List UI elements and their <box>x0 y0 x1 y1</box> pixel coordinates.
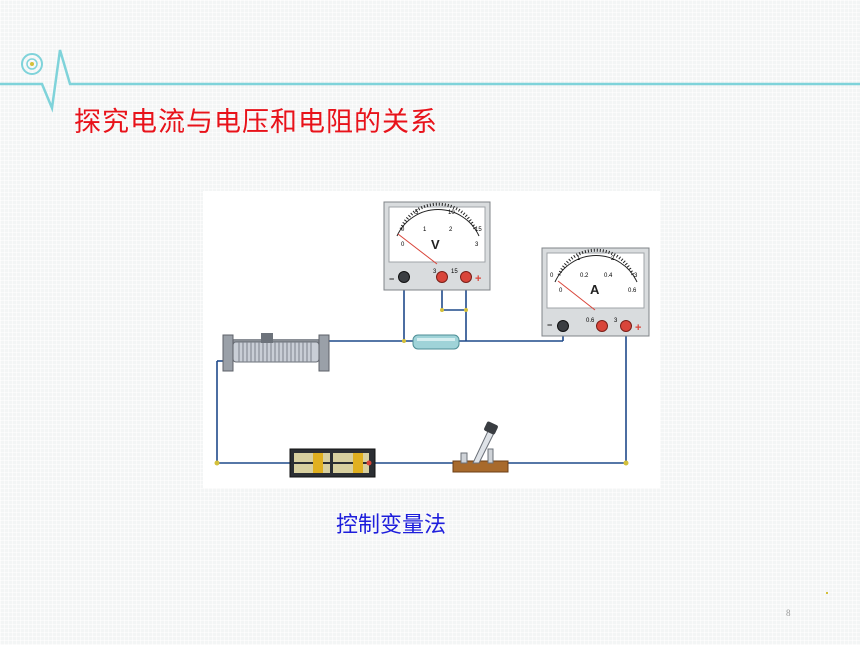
circuit-wires <box>216 279 627 464</box>
ammeter-terminal-3-label: 3 <box>614 318 618 324</box>
page-number: 8 <box>786 608 791 618</box>
voltmeter-terminal-3-label: 3 <box>433 269 437 275</box>
slide-title: 探究电流与电压和电阻的关系 <box>74 107 438 138</box>
voltmeter-terminal-15-label: 15 <box>451 269 458 275</box>
ammeter-lower-tick-0: 0 <box>559 288 563 294</box>
voltmeter-unit: V <box>431 237 440 252</box>
resistor-icon <box>412 334 460 350</box>
voltmeter: 0 5 10 15 0 1 2 3 V − 3 15 + <box>383 201 491 291</box>
voltmeter-lower-tick-1: 1 <box>423 227 427 233</box>
wire-junctions <box>214 308 629 466</box>
voltmeter-pos-label: + <box>475 273 481 285</box>
ammeter-upper-tick-2: 2 <box>611 256 615 262</box>
ammeter-neg-label: − <box>547 320 552 330</box>
voltmeter-upper-tick-0: 0 <box>401 227 405 233</box>
voltmeter-lower-tick-2: 2 <box>449 227 453 233</box>
ammeter-unit: A <box>590 282 600 297</box>
voltmeter-upper-tick-1: 5 <box>415 210 419 216</box>
slide-caption: 控制变量法 <box>336 513 447 538</box>
ammeter-pos-label: + <box>635 322 641 334</box>
ammeter-upper-tick-3: 3 <box>634 273 638 279</box>
slide-logo-icon <box>21 53 43 75</box>
switch-icon <box>452 421 509 473</box>
ammeter-lower-tick-1: 0.2 <box>580 273 589 279</box>
ammeter: 0 1 2 3 0 0.2 0.4 0.6 A − 0.6 3 + <box>541 247 650 337</box>
header-accent-line <box>0 49 860 113</box>
battery-icon <box>289 448 376 478</box>
decorative-dot <box>826 592 828 594</box>
ammeter-lower-tick-2: 0.4 <box>604 273 613 279</box>
voltmeter-upper-tick-2: 10 <box>448 210 455 216</box>
voltmeter-neg-label: − <box>389 274 394 284</box>
circuit-diagram: 0 5 10 15 0 1 2 3 V − 3 15 + 0 1 2 <box>214 201 650 478</box>
header-decoration <box>0 49 860 113</box>
voltmeter-upper-tick-3: 15 <box>475 227 482 233</box>
ammeter-upper-tick-0: 0 <box>550 273 554 279</box>
circuit-figure: 0 5 10 15 0 1 2 3 V − 3 15 + 0 1 2 <box>203 191 660 488</box>
ammeter-upper-tick-1: 1 <box>577 256 581 262</box>
voltmeter-lower-tick-3: 3 <box>475 242 479 248</box>
ammeter-lower-tick-3: 0.6 <box>628 288 637 294</box>
rheostat-icon <box>222 333 330 372</box>
voltmeter-lower-tick-0: 0 <box>401 242 405 248</box>
ammeter-terminal-06-label: 0.6 <box>586 318 595 324</box>
